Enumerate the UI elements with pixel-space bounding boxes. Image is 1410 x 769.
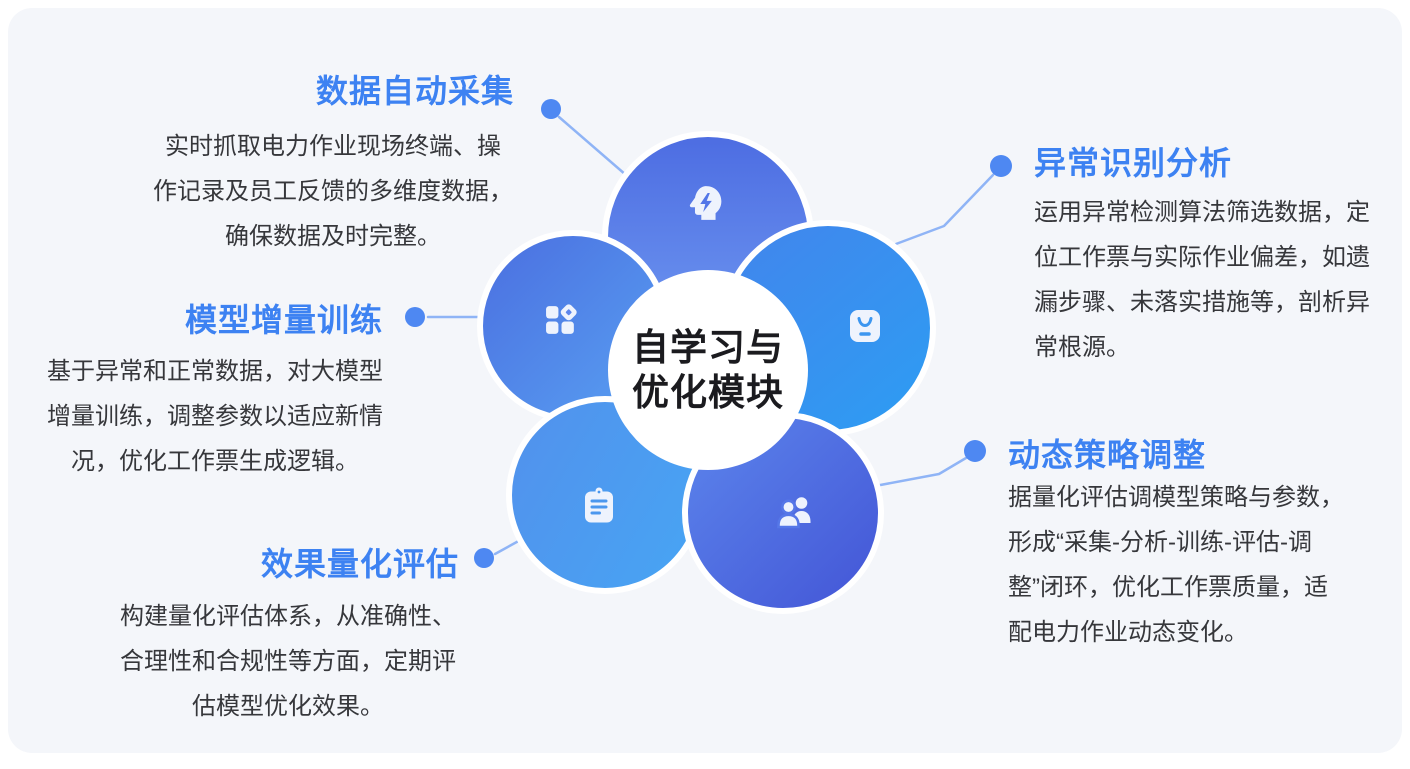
grid-diamond-icon <box>546 304 577 334</box>
connector-dot-anomaly-analysis <box>990 155 1012 177</box>
node-desc-anomaly-analysis: 运用异常检测算法筛选数据，定 位工作票与实际作业偏差，如遗 漏步骤、未落实措施等… <box>1034 199 1370 361</box>
connector-dot-effect-evaluation <box>474 548 494 568</box>
head-lightning-icon <box>689 186 722 220</box>
center-title: 自学习与 优化模块 <box>632 327 784 413</box>
node-title-data-collection: 数据自动采集 <box>316 73 515 109</box>
node-desc-data-collection: 实时抓取电力作业现场终端、操 作记录及员工反馈的多维度数据， 确保数据及时完整。 <box>153 133 513 250</box>
node-desc-strategy-adjustment: 据量化评估调模型策略与参数， 形成“采集-分析-训练-评估-调 整”闭环，优化工… <box>1008 484 1344 646</box>
node-title-anomaly-analysis: 异常识别分析 <box>1034 145 1233 181</box>
clipboard-icon <box>585 487 613 523</box>
briefcase-bag-icon <box>850 310 880 342</box>
center-circle: 自学习与 优化模块 <box>608 270 808 470</box>
connector-line-strategy-adjustment <box>873 456 968 488</box>
node-title-effect-evaluation: 效果量化评估 <box>261 546 460 582</box>
connector-dot-model-training <box>405 307 425 327</box>
node-desc-model-training: 基于异常和正常数据，对大模型 增量训练，调整参数以适应新情 况，优化工作票生成逻… <box>47 358 383 475</box>
node-desc-effect-evaluation: 构建量化评估体系，从准确性、 合理性和合规性等方面，定期评 估模型优化效果。 <box>120 603 456 720</box>
node-title-strategy-adjustment: 动态策略调整 <box>1008 437 1207 473</box>
connector-dot-strategy-adjustment <box>964 440 986 462</box>
connector-line-data-collection <box>557 115 628 177</box>
panel-card: 自学习与 优化模块 数据自动采集 实时抓取电力作业现场终端、操 作记录及员工反馈… <box>8 8 1402 753</box>
connector-line-anomaly-analysis <box>894 173 995 246</box>
node-title-model-training: 模型增量训练 <box>185 302 384 338</box>
users-icon <box>777 497 811 529</box>
connector-dot-data-collection <box>541 99 561 119</box>
